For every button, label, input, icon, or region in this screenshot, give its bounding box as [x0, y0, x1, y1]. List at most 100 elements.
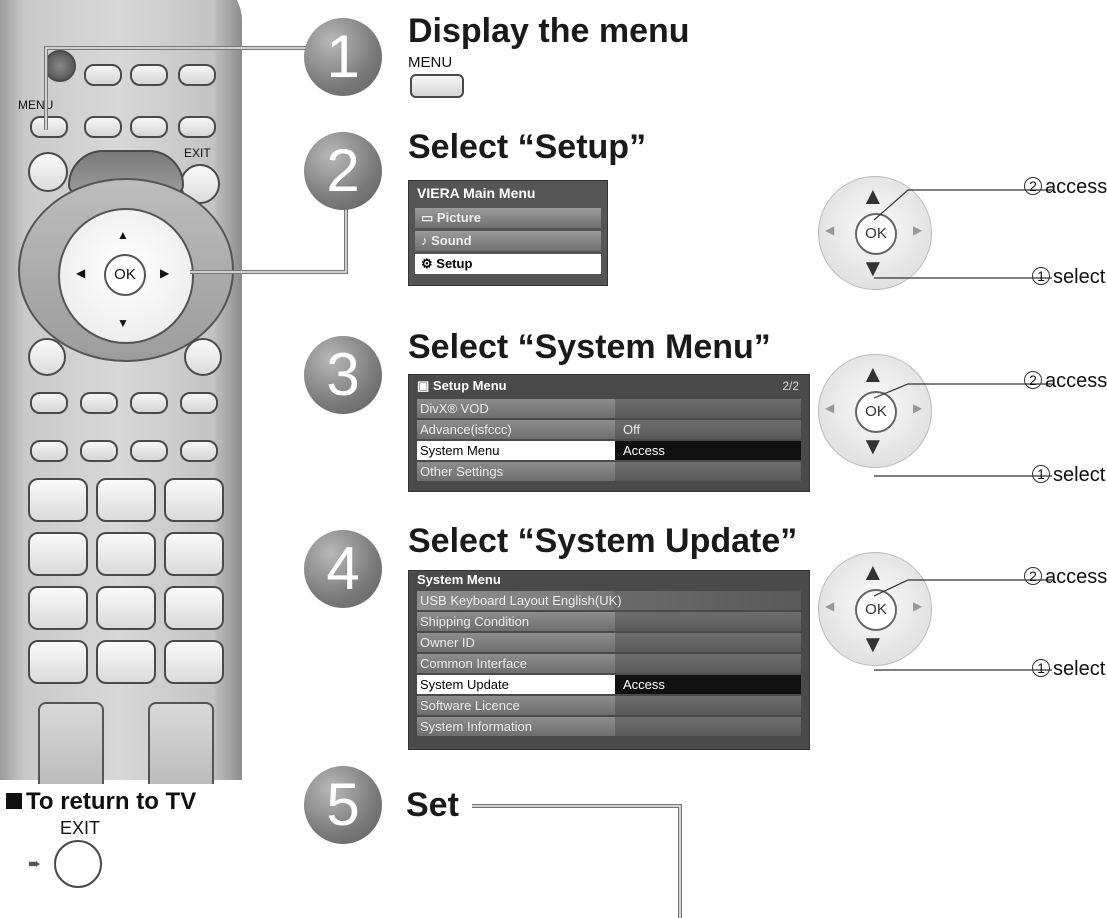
menu-button-label: MENU [408, 54, 453, 71]
step-5-number: 5 [304, 766, 382, 844]
menu-item-sound[interactable]: ♪ Sound [415, 231, 601, 251]
number-key[interactable] [28, 640, 88, 684]
menu-button[interactable] [410, 74, 464, 98]
left-arrow-icon: ◀ [76, 266, 86, 280]
remote-button[interactable] [130, 116, 168, 138]
step-3-number: 3 [304, 336, 382, 414]
arrow-right-icon: ➨ [28, 856, 42, 873]
remote-round-button[interactable] [184, 338, 222, 376]
row-value: English(UK) [552, 593, 622, 608]
return-heading: To return to TV [26, 788, 197, 815]
number-key[interactable] [96, 586, 156, 630]
remote-button[interactable] [84, 116, 122, 138]
number-key[interactable] [164, 640, 224, 684]
right-arrow-icon: ▶ [913, 223, 923, 237]
row-label: System Information [417, 717, 615, 736]
power-button[interactable] [44, 50, 76, 82]
down-arrow-icon: ▼ [861, 433, 885, 460]
up-arrow-icon: ▲ [861, 361, 885, 388]
dpad-diagram: ▲ ▼ ◀ ▶ OK [818, 354, 932, 468]
step-1-heading: Display the menu [408, 12, 690, 50]
step-1-number: 1 [304, 18, 382, 96]
step-2-heading: Select “Setup” [408, 128, 647, 166]
remote-menu-button[interactable] [30, 116, 68, 138]
remote-button[interactable] [80, 440, 118, 462]
remote-button[interactable] [30, 392, 68, 414]
row-label: Other Settings [417, 462, 615, 481]
menu-item-label: Setup [436, 256, 473, 271]
system-row[interactable]: Owner ID [417, 633, 801, 652]
left-arrow-icon: ◀ [825, 401, 835, 415]
row-label: Software Licence [417, 696, 615, 715]
remote-button[interactable] [178, 116, 216, 138]
step-number-2-icon: 2 [1024, 371, 1042, 389]
row-value [615, 654, 801, 673]
menu-item-setup[interactable]: ⚙ Setup [415, 254, 601, 274]
number-key[interactable] [28, 532, 88, 576]
row-label: USB Keyboard Layout English(UK) [417, 591, 622, 610]
main-menu: VIERA Main Menu ▭ Picture ♪ Sound ⚙ Setu… [408, 180, 608, 286]
number-key[interactable] [164, 478, 224, 522]
step-number-2-icon: 2 [1024, 177, 1042, 195]
system-menu: System Menu USB Keyboard Layout English(… [408, 570, 810, 750]
system-row[interactable]: Software Licence [417, 696, 801, 715]
system-row[interactable]: System Information [417, 717, 801, 736]
setup-row[interactable]: Advance(isfccc)Off [417, 420, 801, 439]
access-label: access [1045, 370, 1107, 392]
remote-button[interactable] [84, 64, 122, 86]
remote-button[interactable] [30, 440, 68, 462]
system-row[interactable]: Common Interface [417, 654, 801, 673]
system-row[interactable]: Shipping Condition [417, 612, 801, 631]
down-arrow-icon: ▼ [117, 316, 129, 330]
remote-button[interactable] [80, 392, 118, 414]
remote-round-button[interactable] [28, 338, 66, 376]
page-indicator: 2/2 [782, 379, 799, 393]
step-5-heading: Set [406, 786, 459, 824]
row-value: Off [615, 420, 801, 439]
menu-item-label: Picture [436, 210, 481, 225]
setup-row[interactable]: DivX® VOD [417, 399, 801, 418]
left-arrow-icon: ◀ [825, 223, 835, 237]
remote-button[interactable] [130, 440, 168, 462]
remote-ok-button[interactable]: OK [104, 254, 146, 296]
number-key[interactable] [164, 586, 224, 630]
square-bullet-icon [6, 793, 22, 809]
system-row[interactable]: USB Keyboard Layout English(UK) [417, 591, 801, 610]
number-key[interactable] [96, 640, 156, 684]
remote-bottom-key[interactable] [148, 702, 214, 784]
row-value [615, 399, 801, 418]
step-number-1-icon: 1 [1032, 465, 1050, 483]
row-value [615, 612, 801, 631]
row-label: Common Interface [417, 654, 615, 673]
remote-button[interactable] [180, 440, 218, 462]
number-key[interactable] [96, 532, 156, 576]
ok-button[interactable]: OK [855, 589, 897, 631]
ok-button[interactable]: OK [855, 213, 897, 255]
remote-button[interactable] [178, 64, 216, 86]
setup-row[interactable]: Other Settings [417, 462, 801, 481]
select-label: select [1053, 266, 1106, 288]
number-key[interactable] [164, 532, 224, 576]
row-label: DivX® VOD [417, 399, 615, 418]
ok-button[interactable]: OK [855, 391, 897, 433]
remote-button[interactable] [180, 392, 218, 414]
step-number-1-icon: 1 [1032, 659, 1050, 677]
remote-button[interactable] [130, 392, 168, 414]
up-arrow-icon: ▲ [861, 559, 885, 586]
remote-button[interactable] [130, 64, 168, 86]
menu-item-picture[interactable]: ▭ Picture [415, 208, 601, 228]
step-3-heading: Select “System Menu” [408, 328, 771, 366]
number-key[interactable] [96, 478, 156, 522]
setup-menu-title-text: Setup Menu [432, 378, 507, 393]
number-key[interactable] [28, 478, 88, 522]
row-value: Access [615, 675, 801, 694]
remote-round-button[interactable] [28, 152, 68, 192]
right-arrow-icon: ▶ [913, 599, 923, 613]
number-key[interactable] [28, 586, 88, 630]
exit-button[interactable] [54, 840, 102, 888]
remote-bottom-key[interactable] [38, 702, 104, 784]
